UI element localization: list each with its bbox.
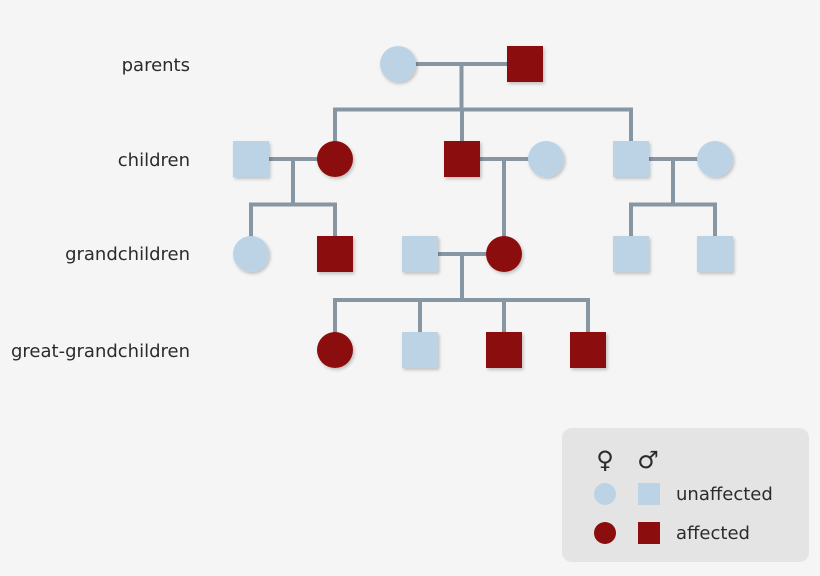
- generation-label-grandchildren: grandchildren: [65, 244, 190, 265]
- legend-background: [562, 428, 809, 562]
- generation-label-parents: parents: [122, 55, 190, 76]
- female-affected-icon: [317, 141, 353, 177]
- male-unaffected-icon: [402, 332, 438, 368]
- legend-unaffected-label: unaffected: [676, 484, 773, 505]
- male-unaffected-icon: [613, 236, 649, 272]
- legend-female-affected-icon: [594, 522, 616, 544]
- legend: ♀ ♂ unaffected affected: [562, 428, 809, 562]
- generation-label-great-grandchildren: great-grandchildren: [11, 341, 190, 362]
- male-affected-icon: [570, 332, 606, 368]
- male-affected-icon: [317, 236, 353, 272]
- female-affected-icon: [317, 332, 353, 368]
- male-unaffected-icon: [402, 236, 438, 272]
- male-affected-icon: [486, 332, 522, 368]
- male-affected-icon: [444, 141, 480, 177]
- generation-label-children: children: [118, 150, 190, 171]
- female-unaffected-icon: [233, 236, 269, 272]
- male-unaffected-icon: [233, 141, 269, 177]
- female-unaffected-icon: [528, 141, 564, 177]
- legend-male-affected-icon: [638, 522, 660, 544]
- pedigree-individuals: [233, 46, 733, 368]
- pedigree-links: [249, 62, 717, 352]
- female-unaffected-icon: [380, 46, 416, 82]
- male-affected-icon: [507, 46, 543, 82]
- male-unaffected-icon: [613, 141, 649, 177]
- female-symbol-icon: ♀: [596, 446, 614, 474]
- legend-affected-label: affected: [676, 523, 750, 544]
- male-symbol-icon: ♂: [637, 446, 659, 474]
- legend-male-unaffected-icon: [638, 483, 660, 505]
- female-unaffected-icon: [697, 141, 733, 177]
- female-affected-icon: [486, 236, 522, 272]
- legend-female-unaffected-icon: [594, 483, 616, 505]
- male-unaffected-icon: [697, 236, 733, 272]
